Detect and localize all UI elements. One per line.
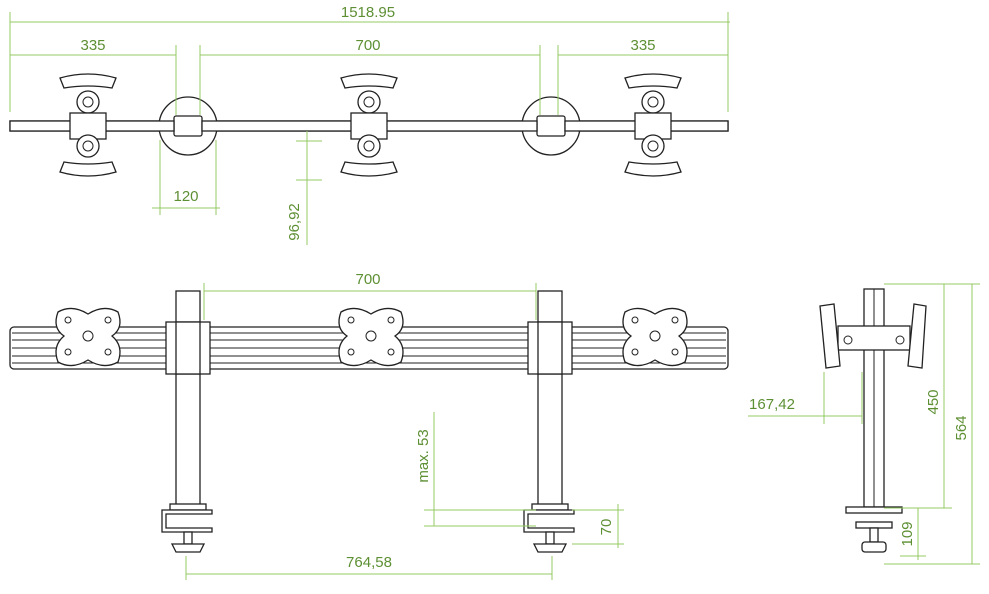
dim-clamp-opening: max. 53 — [415, 429, 432, 482]
dim-bar-height: 450 — [925, 389, 942, 414]
top-view-mount-center — [340, 73, 398, 177]
front-view-vesa-center — [338, 307, 404, 367]
dim-pole-spacing: 700 — [355, 271, 380, 288]
front-view-vesa-right — [622, 307, 688, 367]
side-view-dimensions — [748, 283, 980, 565]
top-view: 1518.95 335 700 335 120 96,92 — [9, 4, 730, 245]
dim-left-span: 335 — [80, 37, 105, 54]
dim-pole-diameter: 120 — [173, 188, 198, 205]
front-view-clamp-left — [161, 503, 213, 553]
side-view: 167,42 450 564 109 — [748, 283, 980, 565]
dim-bar-offset: 96,92 — [286, 203, 303, 241]
dim-clamp-depth: 70 — [598, 519, 615, 536]
dim-base-height: 109 — [899, 521, 916, 546]
front-view: 700 max. 53 70 764,58 — [9, 271, 729, 580]
top-view-mount-left — [59, 73, 117, 177]
front-view-dimensions — [185, 283, 624, 580]
top-view-mount-right — [624, 73, 682, 177]
dim-total-height: 564 — [953, 415, 970, 440]
side-view-mount-right — [907, 303, 927, 369]
dim-right-span: 335 — [630, 37, 655, 54]
side-view-arm — [837, 325, 911, 351]
top-view-dimensions — [9, 12, 730, 245]
front-view-clamp-right — [523, 503, 575, 553]
side-view-mount-left — [819, 303, 841, 369]
dim-overall-width: 1518.95 — [341, 4, 395, 21]
dim-clamp-spacing: 764,58 — [346, 554, 392, 571]
dim-center-span: 700 — [355, 37, 380, 54]
front-view-vesa-left — [55, 307, 121, 367]
dim-side-depth: 167,42 — [749, 396, 795, 413]
